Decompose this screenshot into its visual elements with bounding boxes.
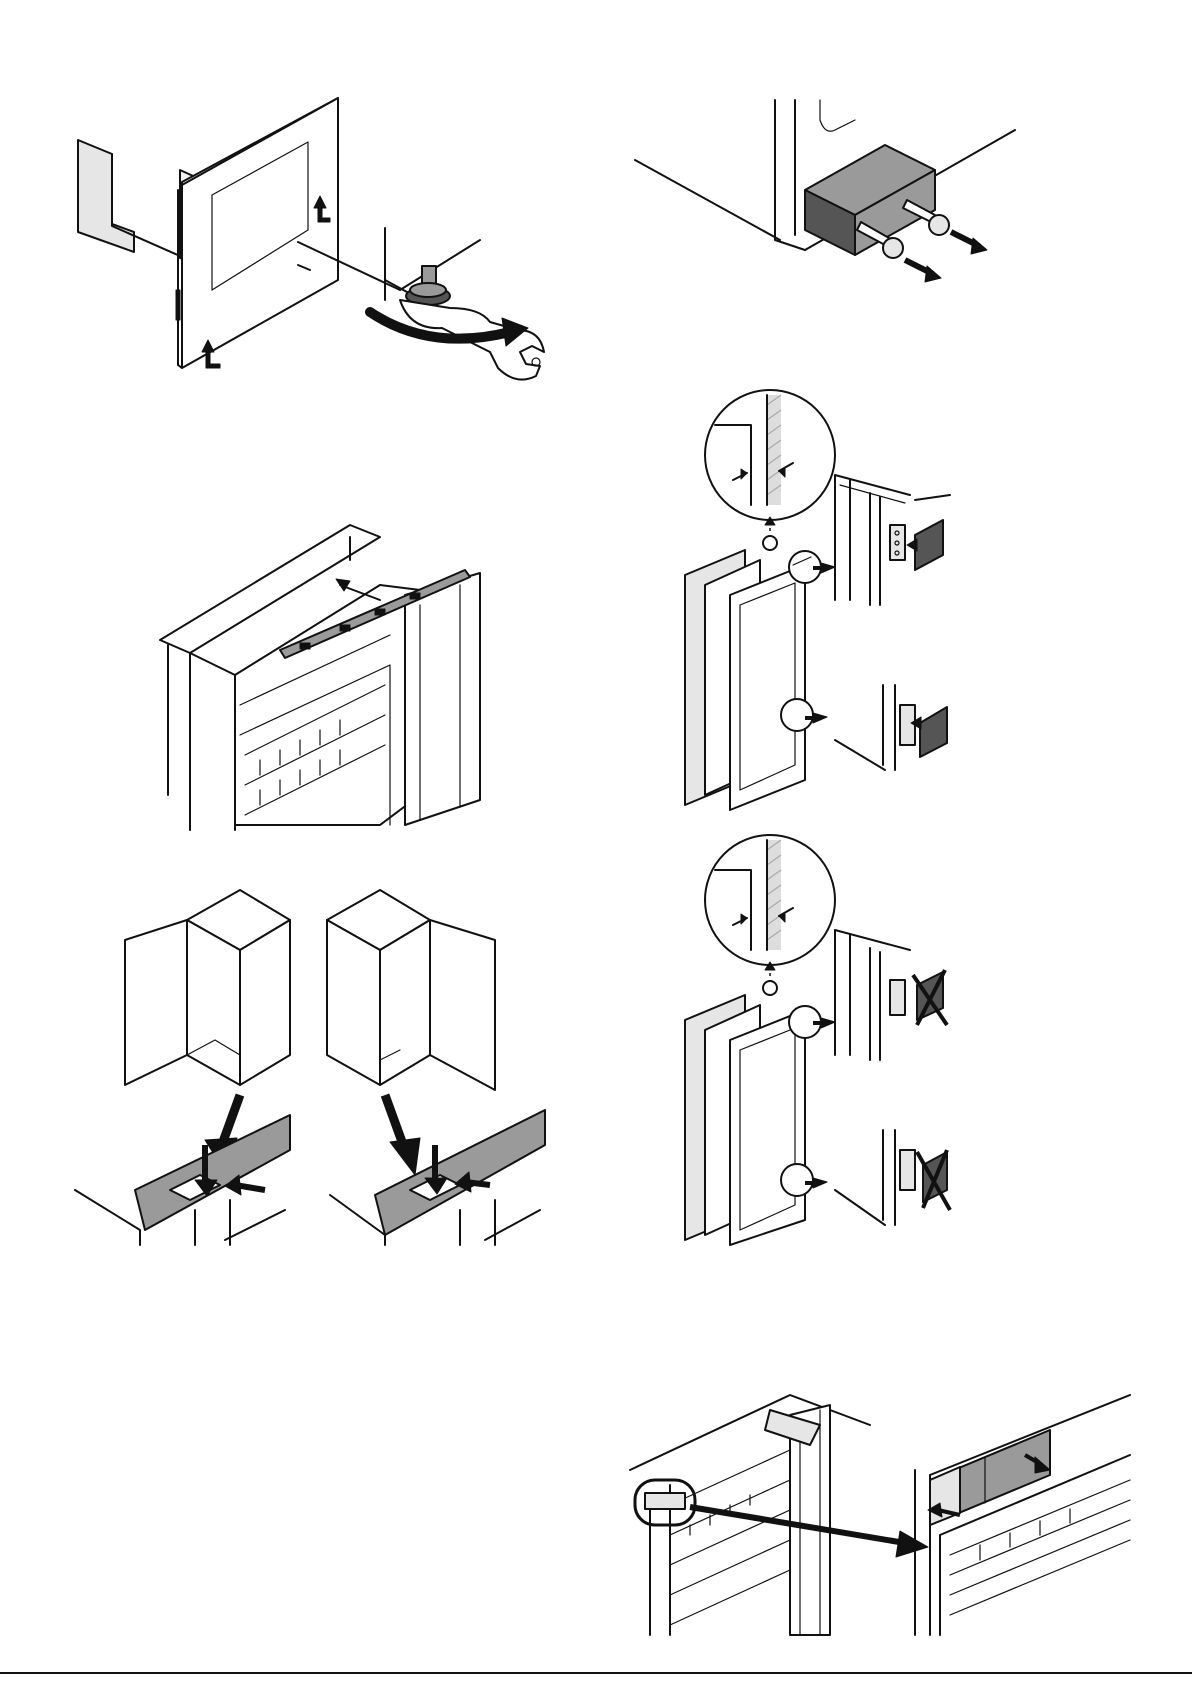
figure-adjust-leveling-feet <box>70 90 600 430</box>
figure-mount-top-rail <box>160 525 520 830</box>
figure-door-gap-without-clip <box>685 830 1060 1245</box>
figure-remove-top-cover <box>630 1395 1130 1640</box>
right-hinged-cabinet <box>327 890 495 1090</box>
left-hinged-cabinet <box>125 890 290 1085</box>
figure-remove-bracket-screws <box>635 100 1035 300</box>
footer-rule <box>0 1672 1192 1674</box>
figure-door-gap-with-clip <box>685 385 1060 810</box>
figure-door-hinge-orientation <box>75 890 590 1345</box>
